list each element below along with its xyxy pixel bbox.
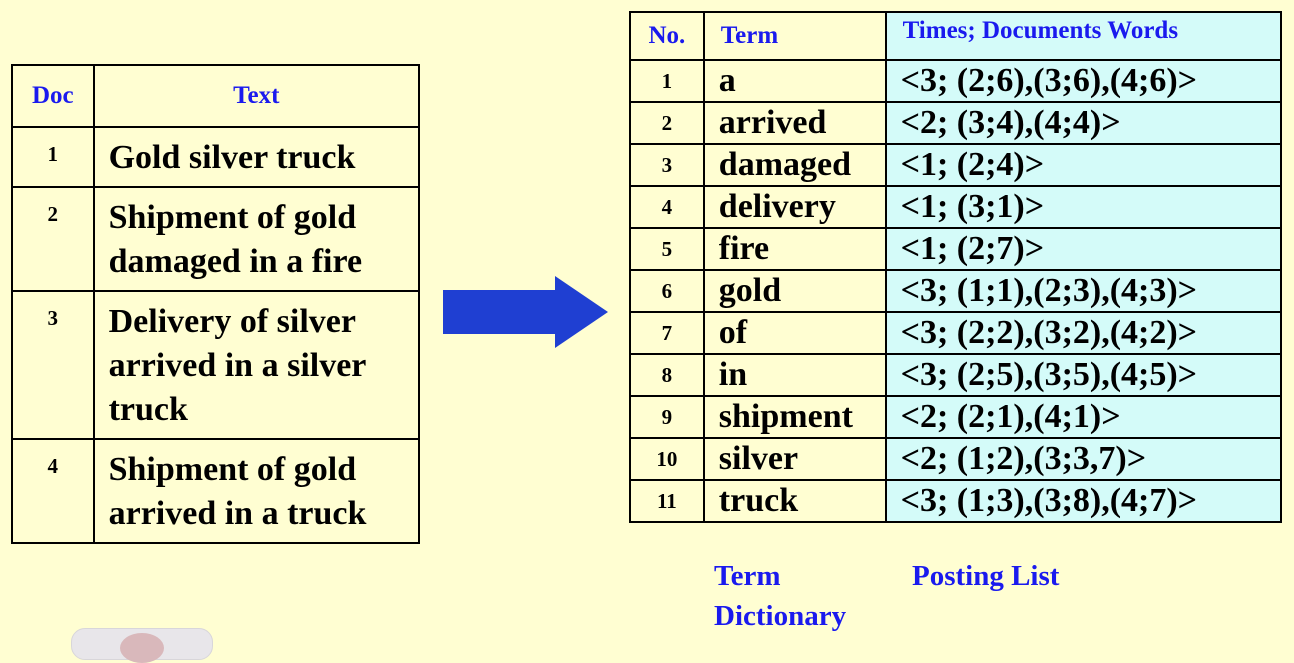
- term-number: 10: [629, 437, 705, 481]
- doc-number: 1: [11, 126, 95, 188]
- index-row: 2 arrived <2; (3;4),(4;4)>: [629, 101, 1283, 145]
- posting-list: <3; (2;2),(3;2),(4;2)>: [884, 311, 1283, 355]
- term: delivery: [702, 185, 887, 229]
- term-number: 1: [629, 59, 705, 103]
- term: in: [702, 353, 887, 397]
- posting-list: <2; (3;4),(4;4)>: [884, 101, 1283, 145]
- posting-list: <1; (2;7)>: [884, 227, 1283, 271]
- documents-header-row: Doc Text: [11, 64, 421, 128]
- doc-text: Gold silver truck: [92, 126, 421, 188]
- term: silver: [702, 437, 887, 481]
- term-number: 8: [629, 353, 705, 397]
- documents-table: Doc Text 1 Gold silver truck 2 Shipment …: [11, 64, 421, 544]
- term: gold: [702, 269, 887, 313]
- index-row: 1 a <3; (2;6),(3;6),(4;6)>: [629, 59, 1283, 103]
- document-row: 1 Gold silver truck: [11, 126, 421, 188]
- app-icon[interactable]: [71, 628, 213, 663]
- posting-list: <3; (1;1),(2;3),(4;3)>: [884, 269, 1283, 313]
- index-row: 6 gold <3; (1;1),(2;3),(4;3)>: [629, 269, 1283, 313]
- index-row: 9 shipment <2; (2;1),(4;1)>: [629, 395, 1283, 439]
- index-row: 11 truck <3; (1;3),(3;8),(4;7)>: [629, 479, 1283, 523]
- term: of: [702, 311, 887, 355]
- postings-column-header: Times; Documents Words: [884, 11, 1283, 61]
- term: fire: [702, 227, 887, 271]
- index-header-row: No. Term Times; Documents Words: [629, 11, 1283, 61]
- document-row: 2 Shipment of gold damaged in a fire: [11, 186, 421, 292]
- term-number: 6: [629, 269, 705, 313]
- term: shipment: [702, 395, 887, 439]
- document-row: 3 Delivery of silver arrived in a silver…: [11, 290, 421, 440]
- term-number: 2: [629, 101, 705, 145]
- index-row: 4 delivery <1; (3;1)>: [629, 185, 1283, 229]
- posting-list-caption: Posting List: [912, 560, 1060, 592]
- term: truck: [702, 479, 887, 523]
- number-column-header: No.: [629, 11, 705, 61]
- term-number: 4: [629, 185, 705, 229]
- posting-list: <2; (1;2),(3;3,7)>: [884, 437, 1283, 481]
- index-row: 5 fire <1; (2;7)>: [629, 227, 1283, 271]
- doc-text: Shipment of gold arrived in a truck: [92, 438, 421, 544]
- right-arrow-icon: [443, 276, 608, 348]
- term: arrived: [702, 101, 887, 145]
- term-number: 9: [629, 395, 705, 439]
- inverted-index-table: No. Term Times; Documents Words 1 a <3; …: [629, 11, 1283, 523]
- posting-list: <3; (2;6),(3;6),(4;6)>: [884, 59, 1283, 103]
- doc-text: Delivery of silver arrived in a silver t…: [92, 290, 421, 440]
- term-number: 7: [629, 311, 705, 355]
- term: damaged: [702, 143, 887, 187]
- posting-list: <3; (2;5),(3;5),(4;5)>: [884, 353, 1283, 397]
- term-number: 5: [629, 227, 705, 271]
- doc-text: Shipment of gold damaged in a fire: [92, 186, 421, 292]
- index-row: 3 damaged <1; (2;4)>: [629, 143, 1283, 187]
- term: a: [702, 59, 887, 103]
- doc-number: 4: [11, 438, 95, 544]
- doc-number: 2: [11, 186, 95, 292]
- term-column-header: Term: [702, 11, 887, 61]
- doc-column-header: Doc: [11, 64, 95, 128]
- posting-list: <2; (2;1),(4;1)>: [884, 395, 1283, 439]
- index-row: 7 of <3; (2;2),(3;2),(4;2)>: [629, 311, 1283, 355]
- posting-list: <1; (3;1)>: [884, 185, 1283, 229]
- posting-list: <1; (2;4)>: [884, 143, 1283, 187]
- doc-number: 3: [11, 290, 95, 440]
- term-number: 3: [629, 143, 705, 187]
- posting-list: <3; (1;3),(3;8),(4;7)>: [884, 479, 1283, 523]
- text-column-header: Text: [92, 64, 421, 128]
- document-row: 4 Shipment of gold arrived in a truck: [11, 438, 421, 544]
- term-dictionary-caption: Term Dictionary: [714, 560, 847, 632]
- term-number: 11: [629, 479, 705, 523]
- index-row: 10 silver <2; (1;2),(3;3,7)>: [629, 437, 1283, 481]
- index-row: 8 in <3; (2;5),(3;5),(4;5)>: [629, 353, 1283, 397]
